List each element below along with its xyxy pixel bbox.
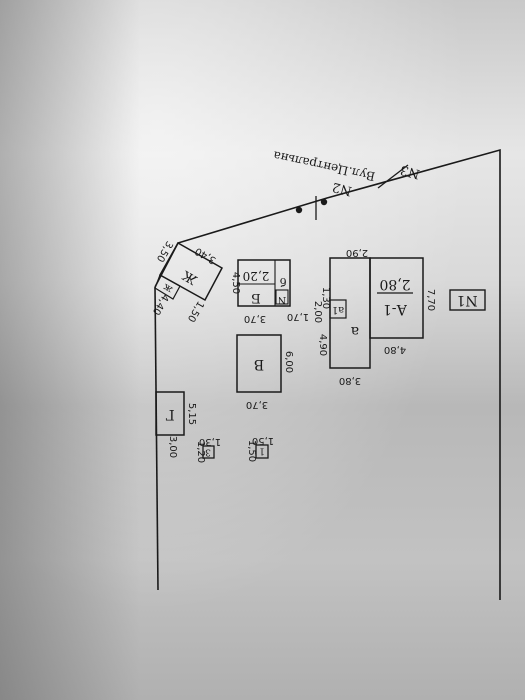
building-zh-label: Ж [180, 267, 200, 287]
lot-boundary-top-right [154, 148, 501, 600]
dim-3-40: 3,40 [193, 245, 218, 266]
dim-1-20: 1,20 [195, 441, 206, 463]
dim-3-00: 3,00 [167, 436, 178, 458]
building-b-top: Б [251, 290, 261, 305]
dim-4-90: 4,90 [317, 334, 328, 356]
dim-2-90: 2,90 [346, 247, 368, 258]
building-b-n-box [275, 289, 289, 305]
building-b-small: б [279, 275, 286, 288]
building-g [155, 391, 185, 436]
n1-label: N1 [456, 292, 477, 308]
building-main-bottom: 2,80 [379, 276, 410, 292]
building-a1 [369, 257, 424, 339]
dim-3-70-b: 3,70 [246, 399, 268, 410]
building-b [237, 259, 291, 307]
dim-3-80: 3,80 [339, 375, 361, 386]
n1-box [449, 289, 486, 311]
point-n3-label: N3 [399, 162, 422, 182]
dim-1-30: 1,30 [320, 287, 331, 309]
building-main-top: А-1 [383, 301, 407, 317]
dim-1-50-b: 1,50 [252, 435, 274, 446]
structure-3 [202, 445, 215, 459]
dim-5-15: 5,15 [186, 403, 197, 425]
boundary-point-2 [320, 198, 328, 206]
building-zh [158, 241, 224, 302]
annex-a1-label: а1 [332, 304, 344, 315]
point-n2-label: N2 [331, 179, 354, 199]
building-v [236, 334, 282, 393]
annex-a1 [329, 299, 347, 319]
n3-leader [377, 164, 409, 189]
structure-1-label: 1 [259, 446, 265, 456]
dim-1-50-a: 1,50 [246, 440, 257, 462]
dim-6-00: 6,00 [283, 351, 294, 373]
dim-3-70-a: 3,70 [244, 313, 266, 324]
dim-4-80: 4,80 [384, 344, 406, 355]
dim-4-50: 4,50 [230, 272, 241, 294]
dim-3-50: 3,50 [154, 239, 175, 264]
building-g-label: Г [165, 406, 174, 422]
lot-boundary-left [154, 286, 159, 591]
dim-4-40: 4,40 [150, 292, 171, 317]
boundary-point-1 [295, 206, 303, 214]
dim-7-70: 7,70 [425, 289, 436, 311]
building-v-label: В [254, 356, 264, 372]
dim-1-50-c: 1,50 [185, 299, 206, 324]
building-zh-annex [154, 274, 181, 300]
shadow-overlay [0, 0, 140, 700]
building-a-label: а [351, 323, 359, 339]
dim-1-70: 1,70 [287, 311, 309, 322]
dim-1-30-b: 1,30 [199, 436, 221, 447]
dim-2-00: 2,00 [312, 301, 323, 323]
structure-1 [255, 444, 269, 459]
building-b-n: N [277, 294, 286, 305]
structure-3-label: 3 [205, 447, 211, 457]
street-label: Вул.Центральна [272, 148, 376, 183]
building-b-bottom: 2,20 [243, 269, 270, 283]
